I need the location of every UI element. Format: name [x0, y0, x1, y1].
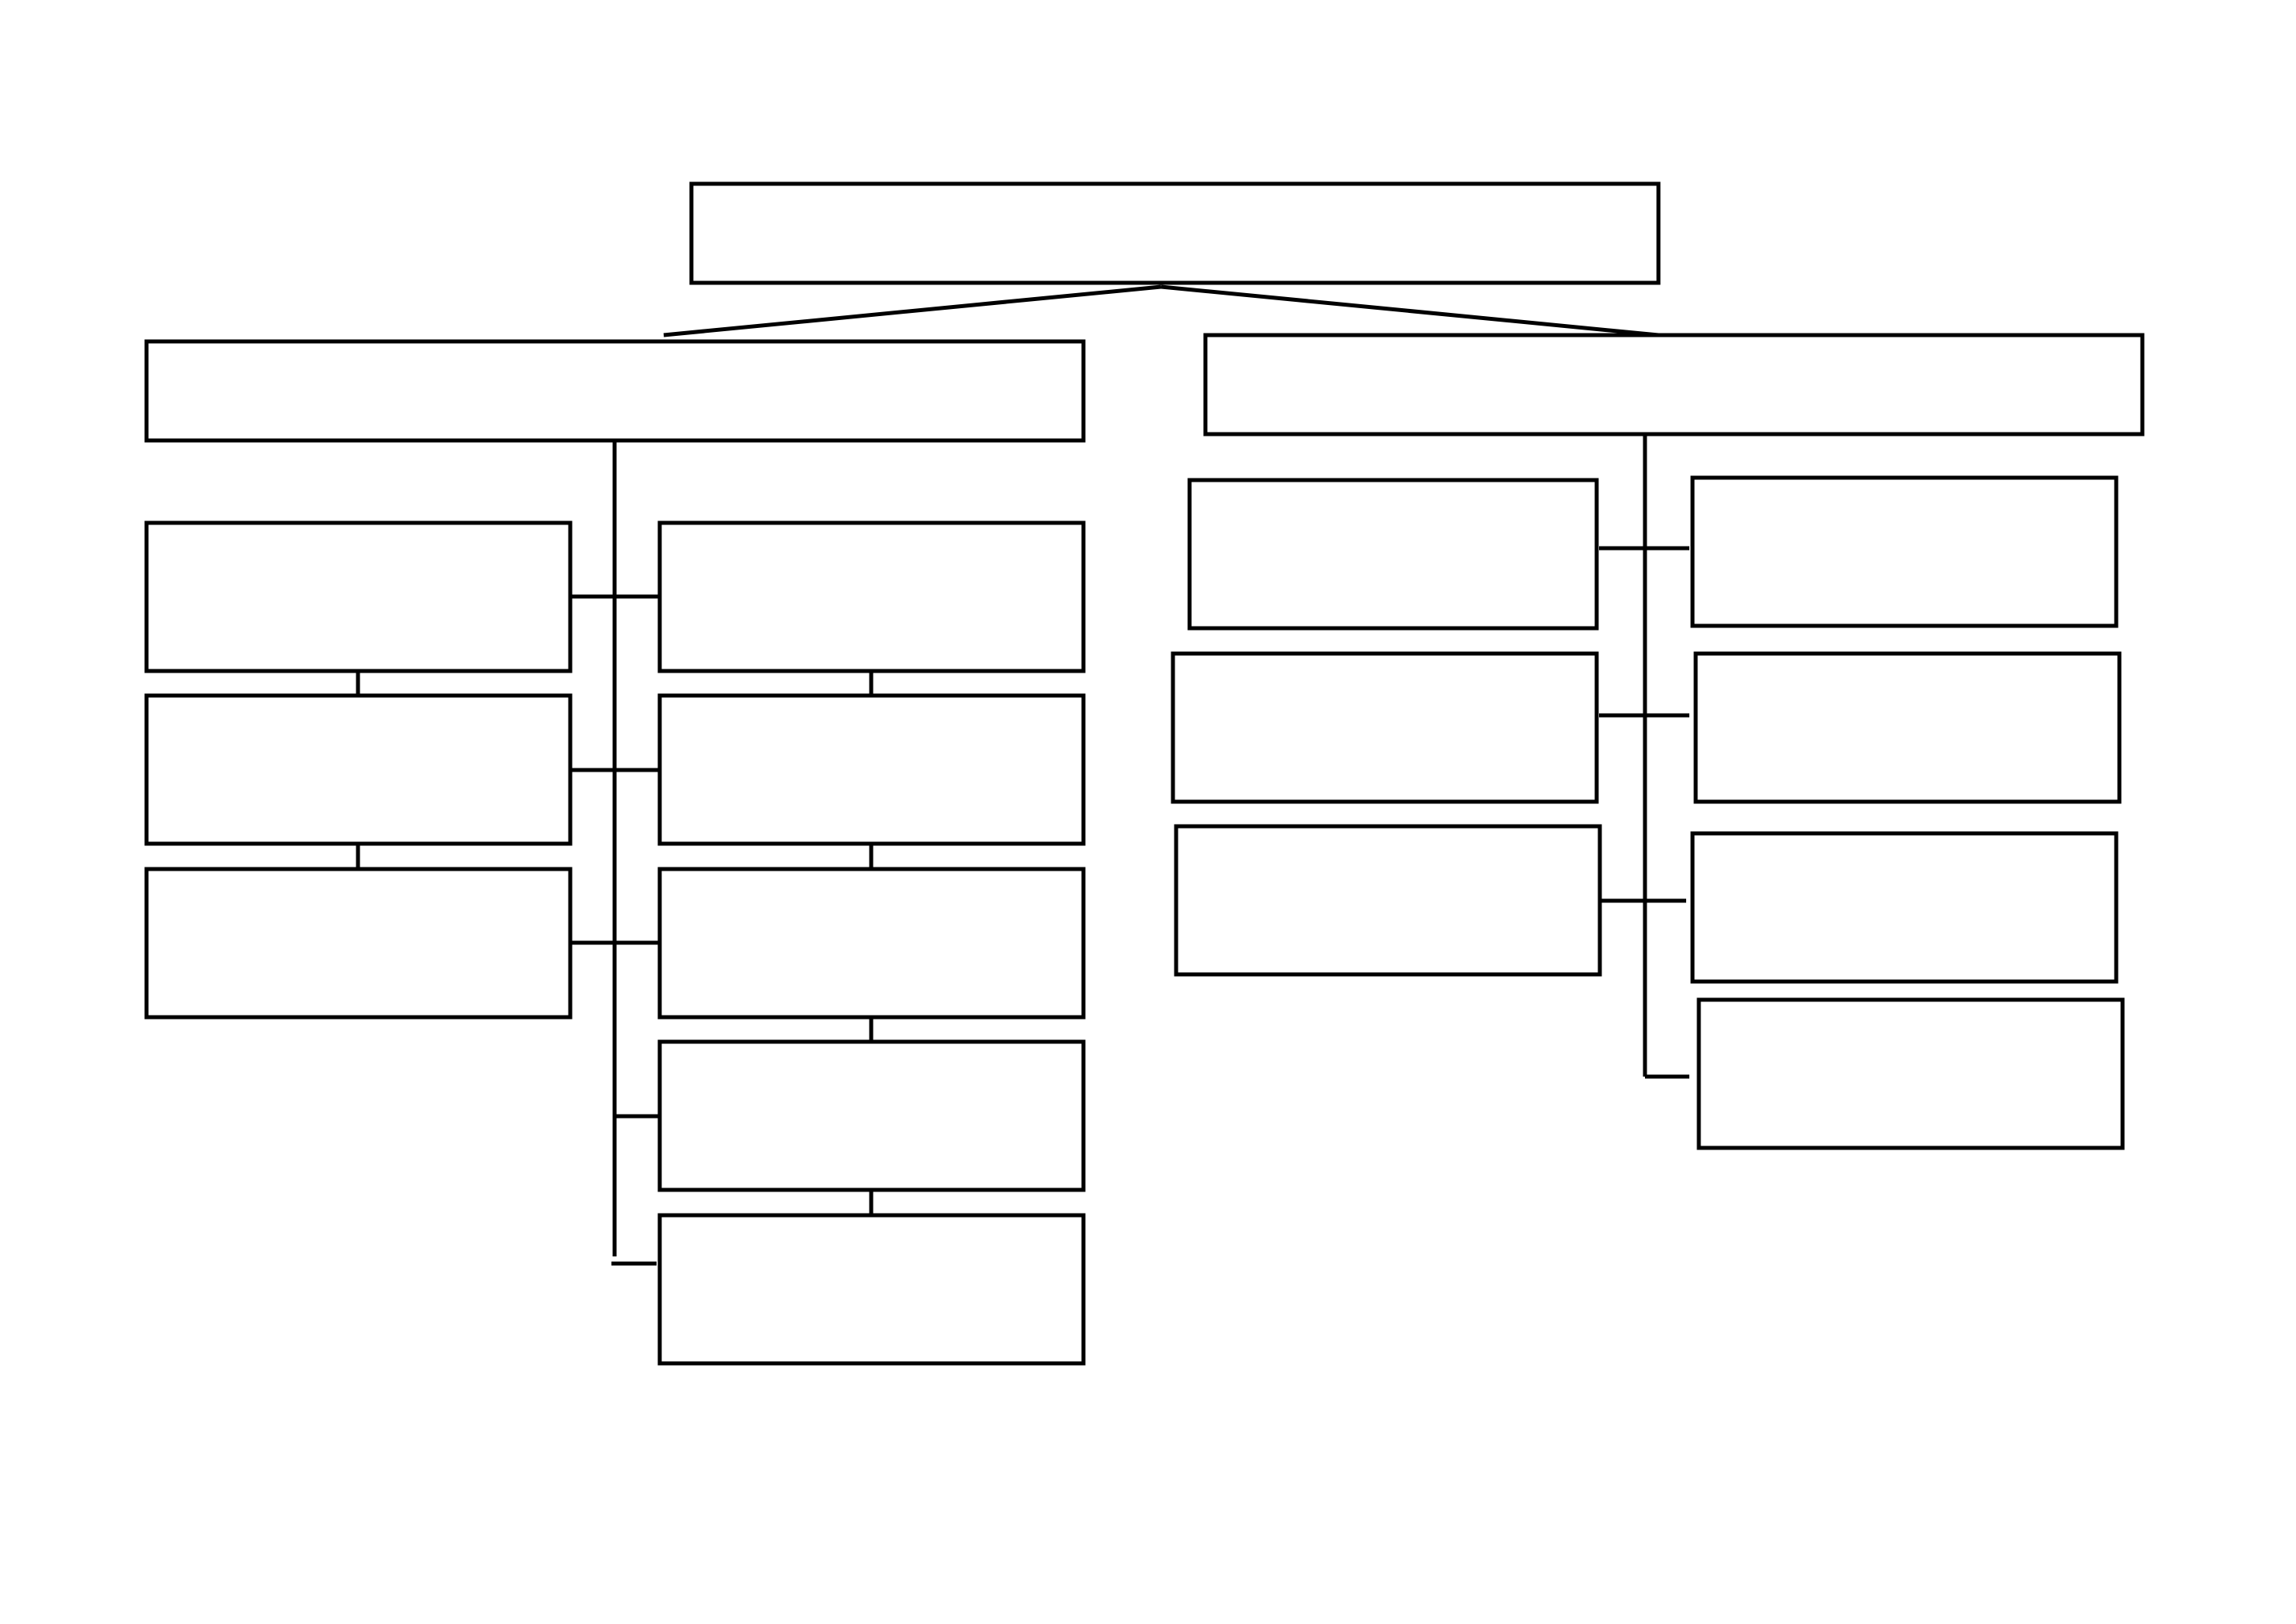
right-branch-box [1203, 333, 2145, 436]
left-right-box-2 [657, 693, 1086, 846]
left-right-box-1 [657, 520, 1086, 673]
left-branch-box [144, 339, 1086, 443]
right-left-box-3 [1174, 824, 1602, 977]
right-right-box-3 [1690, 831, 2119, 984]
connector-lines [356, 284, 1689, 1266]
right-right-box-4 [1696, 997, 2125, 1150]
left-left-box-3 [144, 867, 573, 1020]
left-left-box-2 [144, 693, 573, 846]
connector-root-right [1160, 284, 1659, 337]
right-left-box-2 [1171, 651, 1599, 804]
right-right-box-2 [1693, 651, 2122, 804]
right-right-box-1 [1690, 475, 2119, 628]
left-right-box-5 [657, 1213, 1086, 1366]
connector-root-left [663, 284, 1162, 337]
left-right-box-3 [657, 867, 1086, 1020]
left-right-box-4 [657, 1039, 1086, 1192]
right-left-box-1 [1187, 478, 1599, 631]
diagram-boxes [144, 181, 2145, 1366]
root-box [689, 181, 1661, 285]
left-left-box-1 [144, 520, 573, 673]
